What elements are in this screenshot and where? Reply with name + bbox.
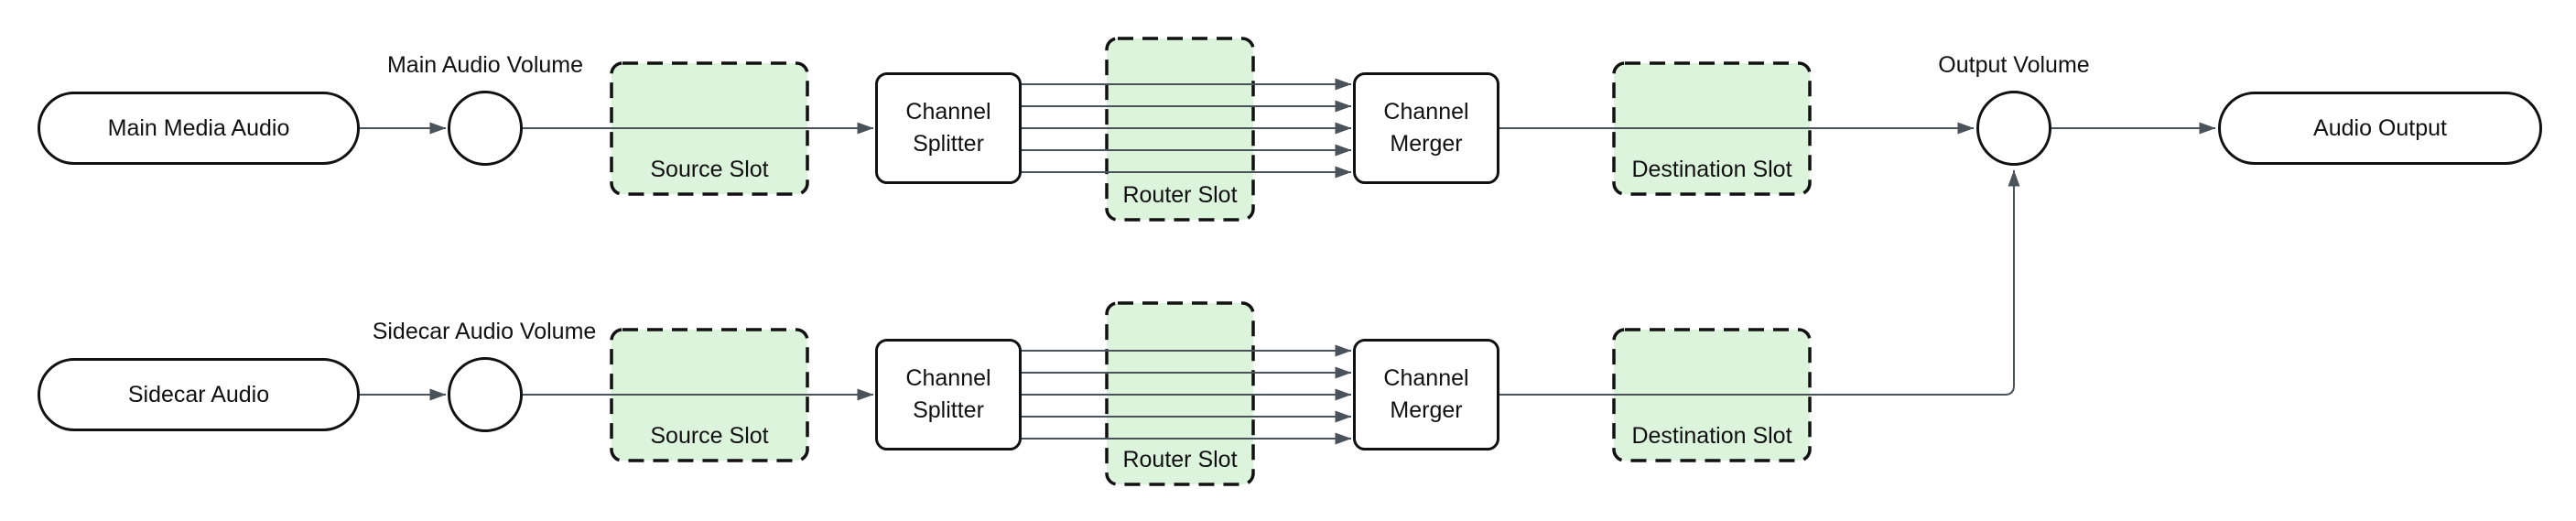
node-output-volume: [1976, 91, 2051, 166]
label-sidecar-audio-volume: Sidecar Audio Volume: [372, 319, 597, 344]
node-main-media-audio: Main Media Audio: [38, 92, 360, 165]
node-sidecar-audio: Sidecar Audio: [38, 358, 360, 431]
node-sidecar-audio-volume: [448, 357, 523, 432]
node-channel-merger-sidecar: Channel Merger: [1353, 339, 1499, 450]
label-main-audio-volume: Main Audio Volume: [386, 52, 584, 78]
node-channel-splitter-sidecar: Channel Splitter: [875, 339, 1022, 450]
node-channel-splitter-main: Channel Splitter: [875, 72, 1022, 184]
edge-sidecar-merger-to-output-volume: [1499, 169, 2020, 396]
label-output-volume: Output Volume: [1938, 52, 2090, 78]
node-main-audio-volume: [448, 91, 523, 166]
node-audio-output: Audio Output: [2218, 92, 2542, 165]
node-channel-merger-main: Channel Merger: [1353, 72, 1499, 184]
